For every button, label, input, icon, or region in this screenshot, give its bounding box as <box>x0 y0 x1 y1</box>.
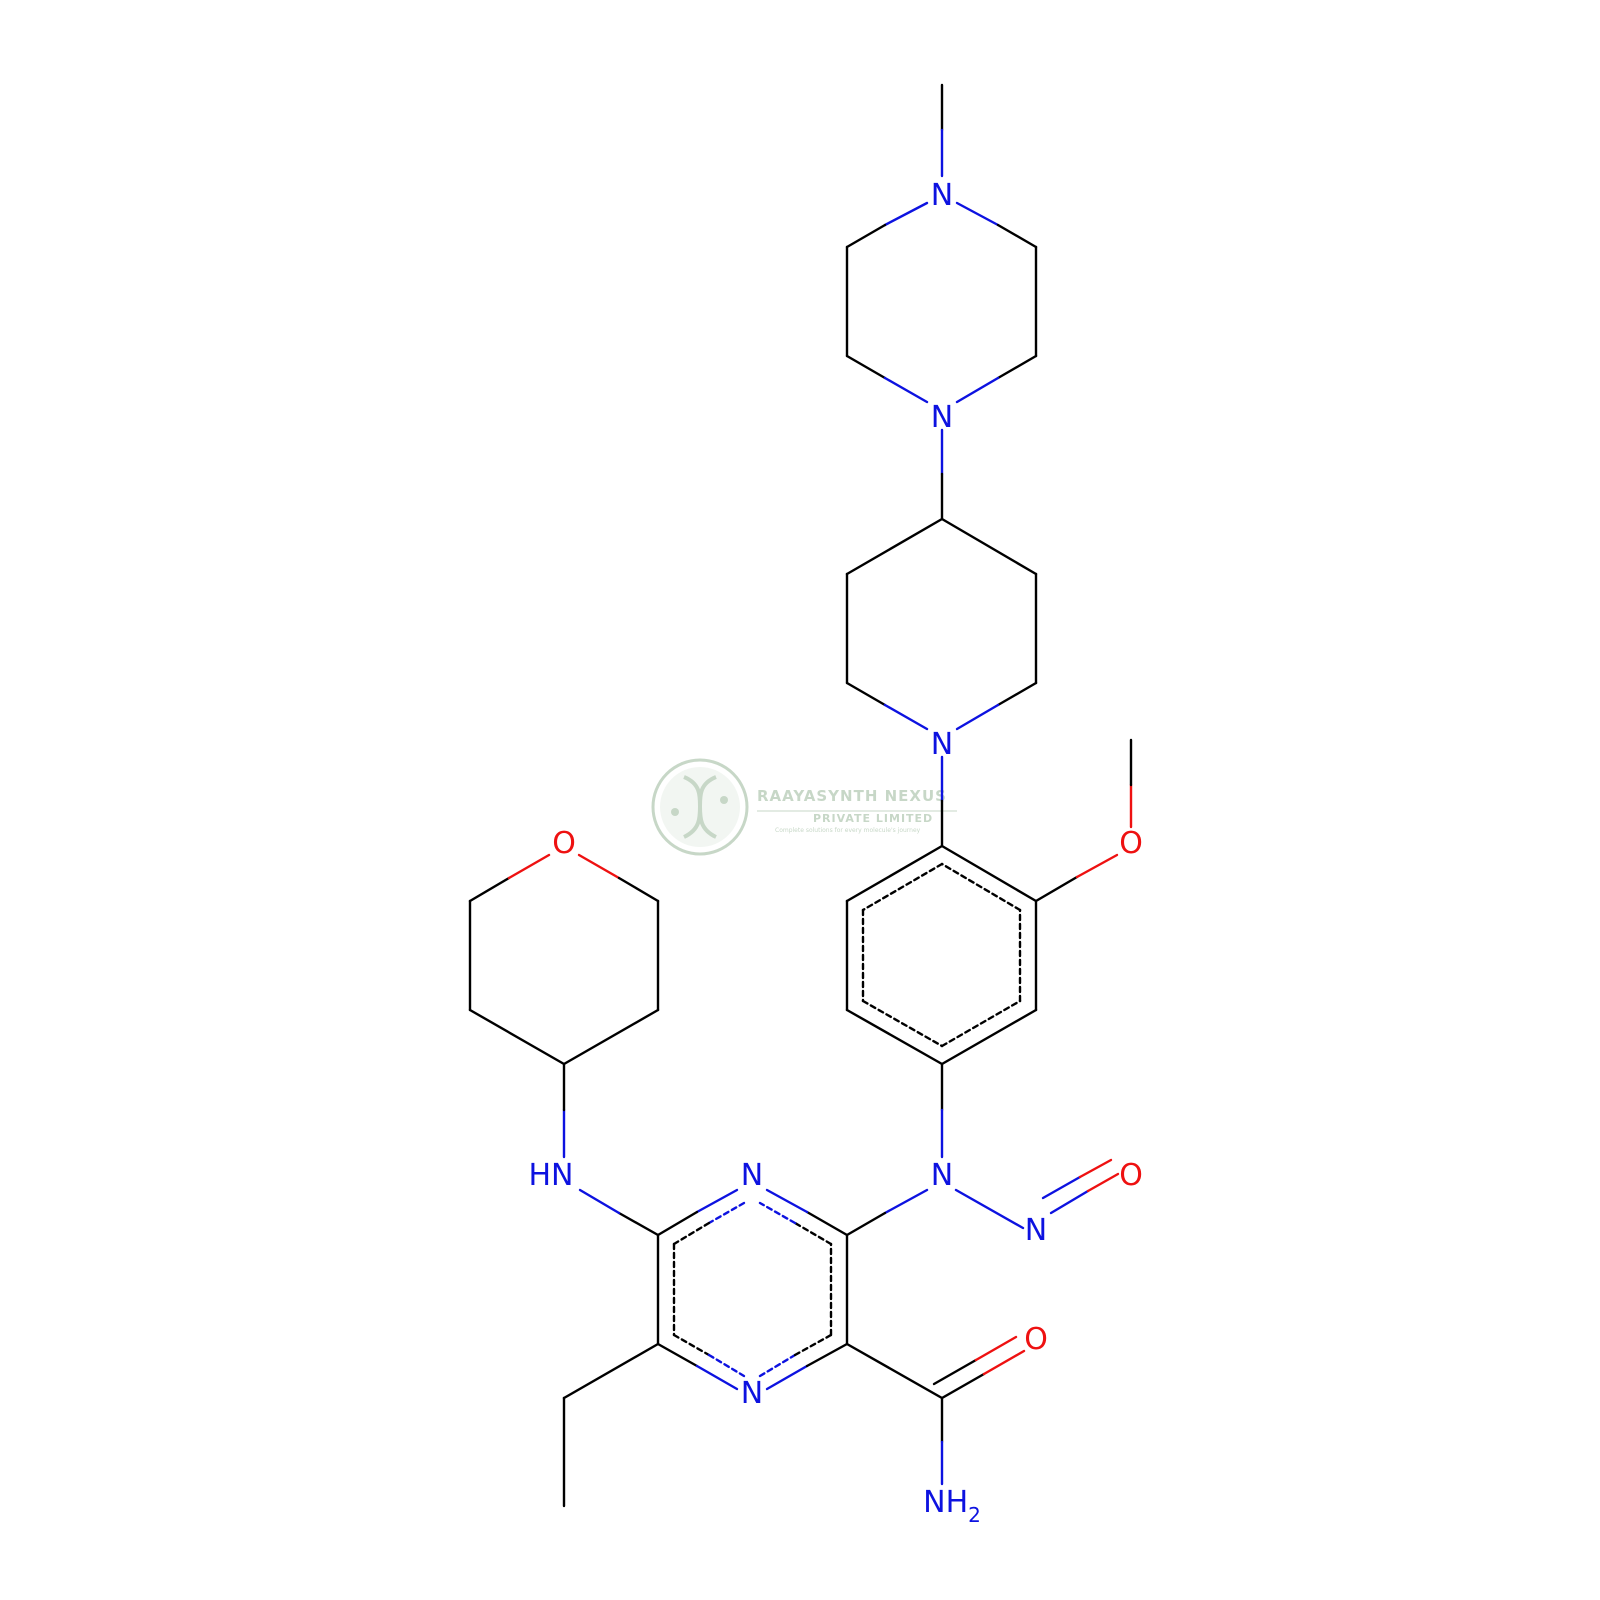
atom-labels: N N N O O HN N N N N O O NH2 <box>529 178 1143 1527</box>
atom-hn-amine: HN <box>529 1158 574 1193</box>
atom-o-carbonyl: O <box>1024 1322 1048 1357</box>
atom-nh2-main: NH <box>923 1485 968 1520</box>
atom-nh2: NH2 <box>923 1485 981 1527</box>
watermark-logo-icon <box>651 758 749 856</box>
watermark-tagline: Complete solutions for every molecule's … <box>775 827 921 834</box>
atom-o-nitroso: O <box>1119 1158 1143 1193</box>
atom-n-piperidine: N <box>931 727 953 762</box>
atom-o-methoxy: O <box>1119 826 1143 861</box>
atom-n-pyrazine-bottom: N <box>741 1376 763 1411</box>
atom-n-methylpiperazine: N <box>931 178 953 213</box>
watermark: RAAYASYNTH NEXUS PRIVATE LIMITED Complet… <box>651 758 957 856</box>
atom-nh2-subscript: 2 <box>968 1503 981 1527</box>
watermark-subtitle: PRIVATE LIMITED <box>813 812 933 825</box>
atom-n-pyrazine-top: N <box>741 1158 763 1193</box>
bonds <box>468 83 1133 1508</box>
atom-n-nitrosamine: N <box>931 1158 953 1193</box>
atom-n-piperazine: N <box>931 400 953 435</box>
watermark-title: RAAYASYNTH NEXUS <box>757 787 947 805</box>
atom-n-nitroso: N <box>1025 1213 1047 1248</box>
atom-o-oxane: O <box>552 826 576 861</box>
